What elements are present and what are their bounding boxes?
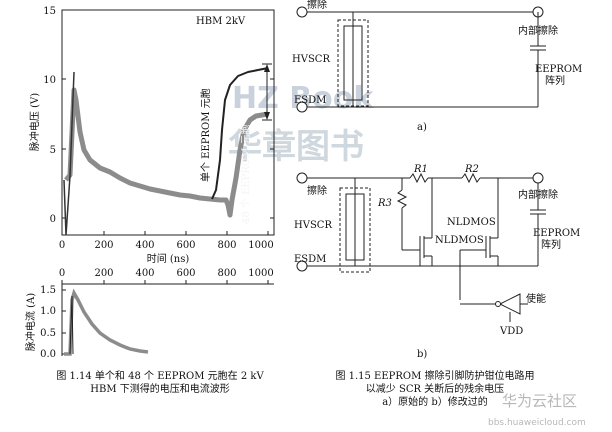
hvscr-label-a: HVSCR (292, 54, 330, 65)
trace-48-cells (64, 87, 269, 218)
caption-line: a）原始的 b）修改过的 (382, 397, 488, 408)
hbm-annotation: HBM 2kV (196, 16, 246, 27)
y-tick-label: 1.5 (40, 285, 56, 296)
eeprom-label-a: EEPROM (535, 64, 582, 75)
circuit-b (296, 172, 546, 322)
caption-line: 图 1.14 单个和 48 个 EEPROM 元胞在 2 kV (56, 371, 264, 382)
x-tick-label: 600 (176, 268, 195, 279)
y-tick-label: 0 (50, 214, 56, 225)
caption-line: 图 1.15 EEPROM 擦除引脚防护钳位电路用 (335, 371, 535, 382)
x-tick-label: 1000 (248, 240, 273, 251)
watermark-site-cn: 华为云社区 (502, 392, 577, 410)
trace-single-cell (211, 67, 269, 200)
circuit-a (296, 6, 546, 113)
y-tick-label: 10 (43, 75, 56, 86)
y-tick-label: 5 (50, 145, 56, 156)
cells-48-label: 48 个 EEPROM 元胞 (240, 124, 252, 224)
panel-b-label: b) (417, 349, 427, 360)
x-axis-label: 时间 (ns) (147, 252, 190, 265)
current-plot: 0 200 400 600 800 1000 0.0 0.5 1.0 1.5 脉… (24, 268, 274, 360)
resistor-r1 (409, 172, 429, 184)
resistor-r3 (396, 189, 408, 209)
vdd-label: VDD (499, 326, 523, 337)
figure-1-14-caption: 图 1.14 单个和 48 个 EEPROM 元胞在 2 kV HBM 下测得的… (40, 370, 280, 396)
array-label-a: 阵列 (545, 74, 565, 87)
x-tick-label: 800 (217, 268, 236, 279)
voltage-plot: 0 5 10 15 0 200 400 600 800 1000 时间 (ns)… (28, 6, 275, 265)
inverter-buffer (498, 293, 521, 315)
y-tick-label: 0.5 (40, 328, 56, 339)
caption-line: HBM 下测得的电压和电流波形 (90, 384, 230, 395)
y-tick-label: 0.0 (40, 349, 56, 360)
erase-label-b: 擦除 (307, 184, 327, 197)
y-axis-label: 脉冲电压 (V) (28, 93, 41, 151)
erase-pad (296, 6, 308, 18)
erase-pad-b (296, 172, 308, 184)
x-tick-label: 800 (217, 240, 236, 251)
nldmos-label-1: NLDMOS (447, 217, 496, 228)
nldmos-label-2: NLDMOS (435, 235, 484, 246)
x-tick-label: 200 (94, 240, 113, 251)
erase-label-a: 擦除 (307, 0, 327, 11)
watermark-logo-cn: 华章图书 (228, 127, 364, 167)
eeprom-label-b: EEPROM (533, 228, 580, 239)
panel-a-label: a) (417, 122, 427, 133)
internal-erase-label-a: 内部擦除 (518, 24, 558, 37)
x-tick-label: 0 (59, 268, 65, 279)
x-tick-label: 400 (135, 268, 154, 279)
current-spike (69, 295, 74, 355)
caption-line: 以减少 SCR 关断后的残余电压 (365, 384, 505, 395)
x-tick-label: 600 (176, 240, 195, 251)
x-tick-label: 1000 (248, 268, 273, 279)
internal-erase-label-b: 内部擦除 (518, 188, 558, 201)
trace-initial-spike (63, 71, 75, 236)
figure-1-15-caption: 图 1.15 EEPROM 擦除引脚防护钳位电路用 以减少 SCR 关断后的残余… (300, 370, 570, 409)
r1-label: R1 (413, 164, 428, 175)
hvscr-label-b: HVSCR (294, 220, 332, 231)
esdm-label-a: ESDM (294, 95, 326, 106)
x-tick-label: 0 (59, 240, 65, 251)
current-trace (64, 288, 149, 356)
esdm-label-b: ESDM (294, 254, 326, 265)
voltage-plot-frame (61, 9, 275, 236)
arrow-head-up (264, 64, 270, 72)
y-tick-label: 1.0 (40, 306, 56, 317)
y-tick-label: 15 (43, 6, 56, 17)
r3-label: R3 (377, 198, 392, 209)
x-tick-label: 200 (94, 268, 113, 279)
resistor-r2 (461, 172, 481, 184)
arrow-head-down (264, 112, 270, 120)
enable-label: 使能 (526, 292, 546, 305)
internal-erase-pad-b (532, 172, 544, 184)
watermark-site-url: bbs.huaweicloud.com (488, 418, 586, 428)
y-axis-label: 脉冲电流 (A) (24, 293, 37, 351)
r2-label: R2 (464, 164, 479, 175)
single-cell-label: 单个 EEPROM 元胞 (200, 88, 212, 182)
array-label-b: 阵列 (541, 238, 561, 251)
x-tick-label: 400 (135, 240, 154, 251)
